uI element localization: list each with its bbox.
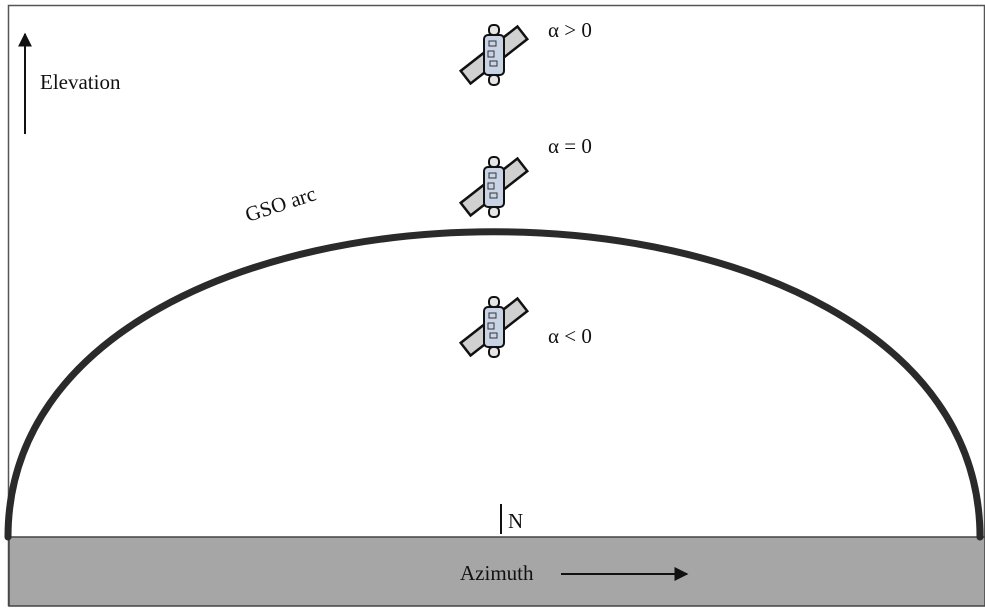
azimuth-label: Azimuth <box>460 561 534 585</box>
north-label: N <box>508 509 523 533</box>
satellite-below-arc-label: α < 0 <box>548 324 592 348</box>
elevation-label: Elevation <box>40 70 121 94</box>
satellite-above-arc-label: α > 0 <box>548 18 592 42</box>
satellite-on-arc-label: α = 0 <box>548 134 592 158</box>
